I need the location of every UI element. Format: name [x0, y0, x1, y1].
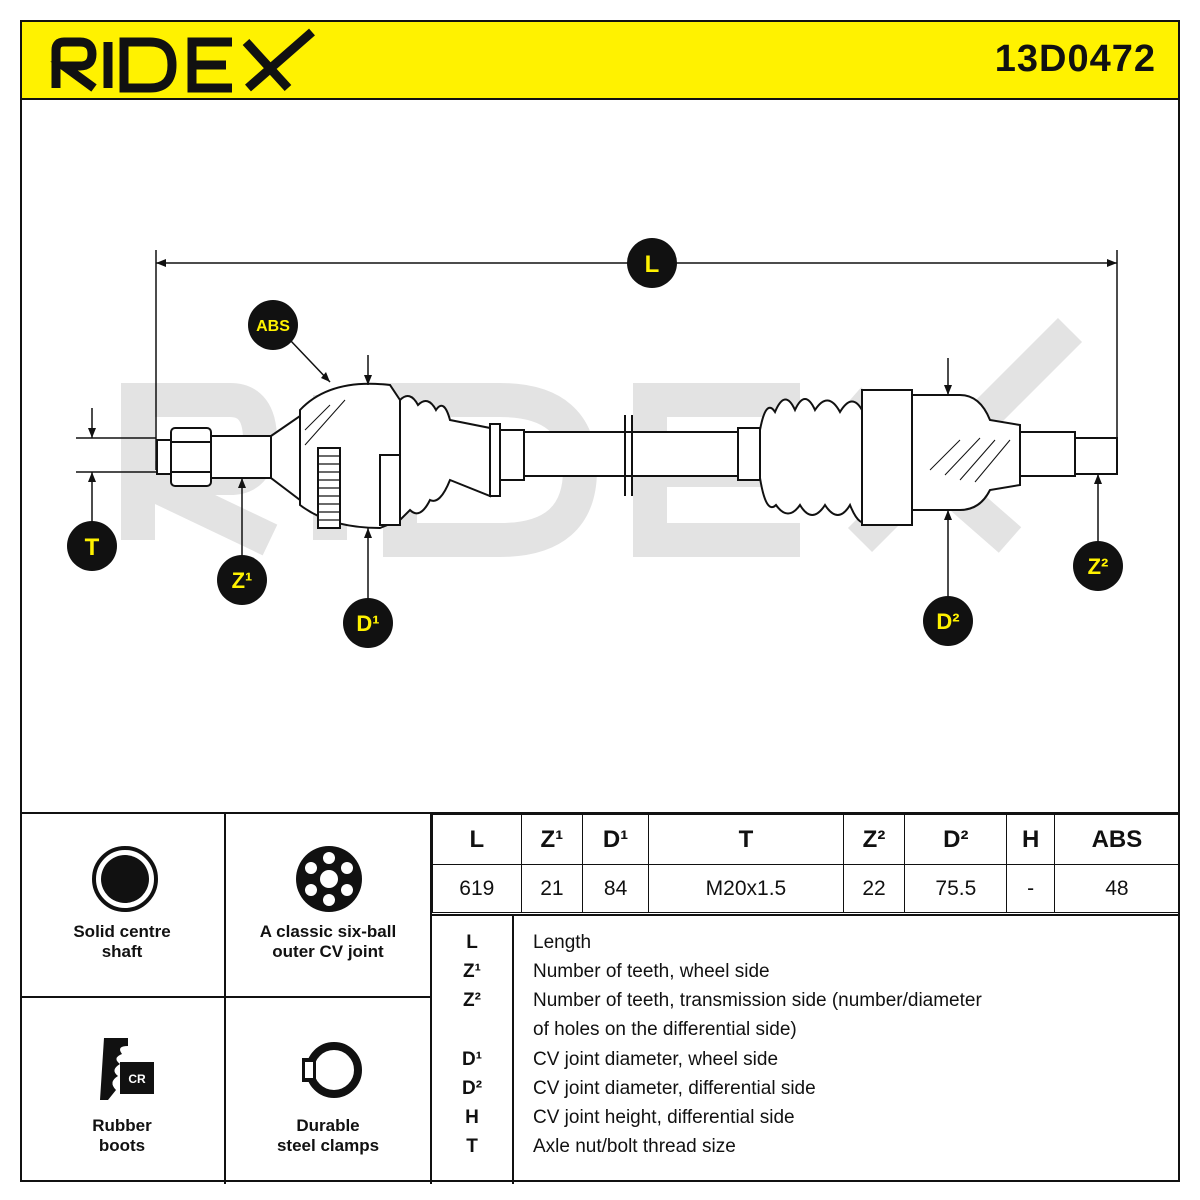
legend-key: L: [466, 932, 478, 953]
spec-value: -: [1006, 864, 1055, 913]
solid-shaft-icon: [92, 846, 158, 912]
svg-text:CR: CR: [128, 1072, 146, 1086]
spec-table-container: L Z¹ D¹ T Z² D² H ABS 619 21 84 M20x1.5 …: [432, 814, 1181, 914]
spec-header: Z²: [842, 814, 906, 865]
legend-text: of holes on the differential side): [533, 1019, 797, 1040]
bottom-panel: Solid centre shaft A classic six-ball ou…: [20, 812, 1181, 1184]
rubber-boot-cr-icon: CR: [100, 1038, 154, 1100]
header-bar: 13D0472: [20, 20, 1180, 100]
legend-row: T Axle nut/bolt thread size: [432, 1136, 1180, 1165]
label-d2: D²: [936, 609, 959, 634]
callout-d1: D¹: [343, 598, 393, 648]
legend-text: Axle nut/bolt thread size: [533, 1136, 736, 1157]
legend-key: D¹: [461, 1049, 483, 1070]
label-l: L: [645, 251, 660, 278]
label-z2: Z²: [1088, 554, 1109, 579]
feature-label: A classic six-ball outer CV joint: [259, 922, 397, 961]
spec-value: 84: [582, 864, 650, 913]
legend-text: Number of teeth, wheel side: [533, 961, 770, 982]
legend-key: H: [465, 1107, 479, 1128]
legend-text: Length: [533, 932, 592, 953]
spec-value: 48: [1053, 864, 1181, 913]
callout-z2: Z²: [1073, 541, 1123, 591]
spec-header: Z¹: [520, 814, 584, 865]
callout-l: L: [627, 238, 677, 288]
legend-key: Z¹: [463, 961, 481, 982]
spec-table: L Z¹ D¹ T Z² D² H ABS 619 21 84 M20x1.5 …: [432, 814, 1181, 913]
spec-value: 22: [842, 864, 906, 913]
legend-text: CV joint height, differential side: [533, 1107, 795, 1128]
legend-key: Z²: [463, 990, 481, 1011]
legend-text: CV joint diameter, wheel side: [533, 1049, 779, 1070]
legend-row: D¹ CV joint diameter, wheel side: [432, 1049, 1180, 1078]
feature-solid-shaft: Solid centre shaft: [20, 814, 226, 998]
label-t: T: [85, 534, 100, 561]
legend-row: L Length: [432, 932, 1180, 961]
legend-text: Number of teeth, transmission side (numb…: [533, 990, 982, 1011]
spec-header: H: [1006, 814, 1055, 865]
spec-value: 21: [520, 864, 584, 913]
legend-row: H CV joint height, differential side: [432, 1107, 1180, 1136]
feature-rubber-boots: CR Rubber boots: [20, 998, 226, 1184]
spec-header: D²: [904, 814, 1008, 865]
label-abs: ABS: [256, 318, 290, 335]
feature-six-ball: A classic six-ball outer CV joint: [226, 814, 432, 998]
driveshaft-drawing: L ABS T Z¹ D¹ D² Z²: [67, 238, 1123, 648]
steel-clamp-icon: [302, 1042, 362, 1098]
legend-row: D² CV joint diameter, differential side: [432, 1078, 1180, 1107]
feature-label: Durable steel clamps: [276, 1116, 380, 1155]
label-d1: D¹: [356, 611, 379, 636]
ridex-logo: [50, 28, 315, 93]
feature-steel-clamps: Durable steel clamps: [226, 998, 432, 1184]
spec-value: M20x1.5: [648, 864, 844, 913]
legend: L Length Z¹ Number of teeth, wheel side …: [432, 914, 1180, 1184]
legend-key: T: [466, 1136, 478, 1157]
feature-label: Solid centre shaft: [73, 922, 171, 961]
spec-header-row: L Z¹ D¹ T Z² D² H ABS: [432, 814, 1181, 865]
legend-row: of holes on the differential side): [432, 1019, 1180, 1048]
feature-label: Rubber boots: [92, 1116, 152, 1155]
callout-d2: D²: [923, 596, 973, 646]
label-z1: Z¹: [232, 568, 253, 593]
spec-header: D¹: [582, 814, 650, 865]
spec-value-row: 619 21 84 M20x1.5 22 75.5 - 48: [432, 864, 1181, 913]
callout-t: T: [67, 521, 117, 571]
legend-text: CV joint diameter, differential side: [533, 1078, 816, 1099]
legend-divider: [512, 916, 514, 1184]
callout-z1: Z¹: [217, 555, 267, 605]
legend-row: Z¹ Number of teeth, wheel side: [432, 961, 1180, 990]
callout-abs: ABS: [248, 300, 298, 350]
spec-header: L: [432, 814, 522, 865]
spec-value: 75.5: [904, 864, 1008, 913]
legend-key: D²: [461, 1078, 483, 1099]
legend-row: Z² Number of teeth, transmission side (n…: [432, 990, 1180, 1019]
six-ball-joint-icon: [296, 846, 362, 912]
spec-header: T: [648, 814, 844, 865]
spec-header: ABS: [1053, 814, 1181, 865]
part-number: 13D0472: [994, 38, 1156, 80]
spec-value: 619: [432, 864, 522, 913]
